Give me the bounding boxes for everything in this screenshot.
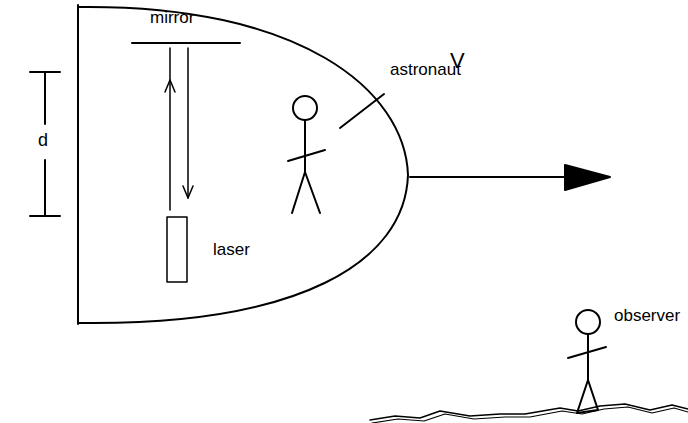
observer-figure (568, 310, 606, 413)
laser-box (167, 217, 187, 282)
beam-up-head (165, 80, 175, 92)
observer-label: observer (614, 306, 680, 326)
dimension-line-top (44, 72, 46, 124)
beam-down (187, 48, 189, 198)
ground-line-lower (372, 407, 688, 423)
velocity-arrow-head (565, 165, 610, 190)
ship-hull (78, 7, 408, 323)
mirror-label: mirror (150, 8, 194, 28)
beam-down-head (183, 186, 193, 198)
astronaut-leader (340, 94, 384, 128)
mirror-line (132, 42, 240, 44)
beam-up (169, 48, 171, 210)
velocity-label: V (450, 48, 465, 74)
laser-label: laser (213, 240, 250, 260)
dimension-line-bottom (44, 160, 46, 216)
astronaut-figure (288, 96, 325, 213)
dimension-label: d (38, 130, 48, 152)
velocity-arrow-shaft (410, 176, 568, 178)
ship-rear-wall (77, 5, 79, 324)
